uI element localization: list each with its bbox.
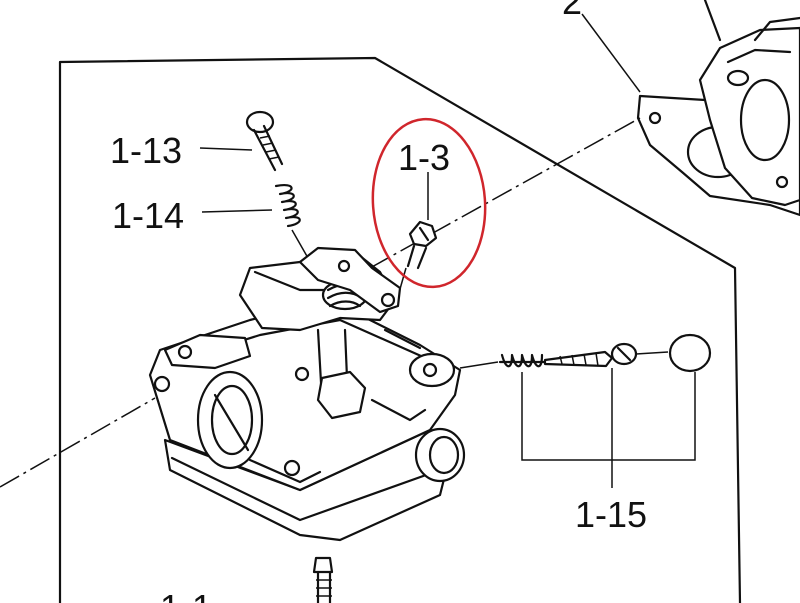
diagram-frame: [58, 56, 742, 603]
leader-1-13: [199, 147, 253, 151]
leader-1-14: [201, 209, 273, 213]
label-part-1-14: 1-14: [112, 195, 184, 236]
leader-part-2: [581, 13, 641, 93]
leader-1-15: [521, 368, 696, 488]
label-part-1-15: 1-15: [575, 494, 647, 535]
label-part-1-3: 1-3: [398, 137, 450, 178]
assembly-centerline: [0, 397, 156, 488]
intake-manifold: [698, 0, 800, 207]
pilot-screw-assembly: [498, 333, 712, 373]
screw-1-13: [245, 110, 284, 172]
spring-1-14: [274, 184, 301, 228]
label-part-1-1: 1-1: [160, 587, 212, 603]
highlight-circle-1-3: [371, 117, 487, 289]
label-part-1-13: 1-13: [110, 130, 182, 171]
screw-1-3: [406, 220, 438, 270]
screw-1-1: [312, 556, 334, 603]
label-part-2: 2: [562, 0, 582, 22]
carburetor-body: [148, 246, 466, 542]
